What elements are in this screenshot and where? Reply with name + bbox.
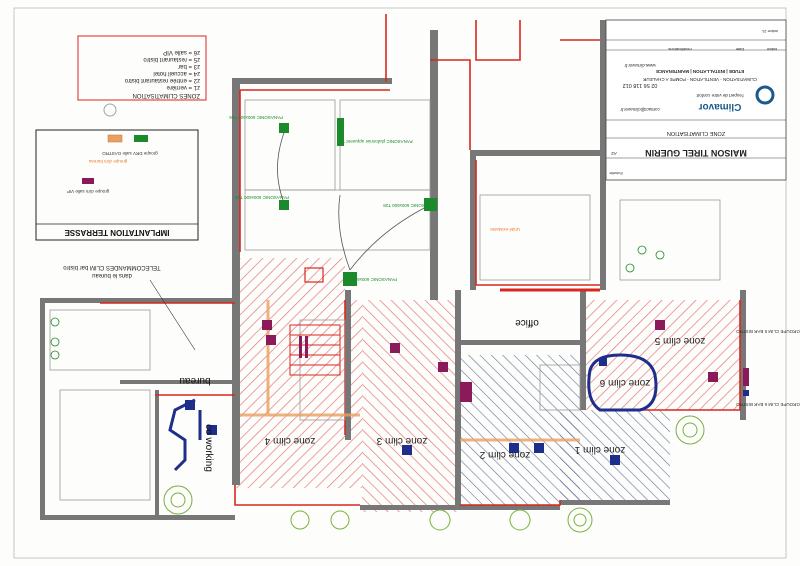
label-unit-4: PANASONIC 600x600 T28: [383, 203, 437, 208]
scale-label: Echelle: [609, 171, 623, 176]
company-website: www.climavor.fr: [624, 63, 656, 68]
label-groupe-bar-2: GROUPE CLIM 6 BAR BISTRO: [736, 402, 800, 407]
terrace-unit-2: groupe clim salle VIP: [67, 189, 109, 194]
project-subject: ZONE CLIMATISATION: [667, 130, 725, 136]
mod-label: modifications: [668, 47, 691, 52]
company-name: Climavor: [698, 101, 741, 112]
staircase: [289, 324, 341, 376]
remote-note-line-1: TELECOMMANDES CLIM bar bistro: [63, 264, 161, 270]
legend-title: ZONES CLIMATISATION: [133, 92, 200, 98]
outdoor-unit-2: [743, 390, 749, 396]
company-tagline: l'expert de votre confort: [696, 93, 744, 98]
company-services: CLIMATISATION - VENTILATION - POMPE A CH…: [642, 77, 757, 82]
label-zone-1: zone clim 1: [574, 444, 625, 455]
label-zone-6: zone clim 6: [599, 377, 650, 388]
title-block: Climavor l'expert de votre confort CLIMA…: [605, 19, 787, 181]
legend-item-3: z4 = accueil hotel: [153, 70, 200, 76]
legend-item-1: z1 = verrière: [166, 84, 200, 90]
purple-units: [262, 320, 718, 402]
zone-6-outline: [587, 353, 658, 412]
ac-unit-6[interactable]: [304, 267, 324, 283]
company-phone: 02 56 118 012: [623, 82, 658, 88]
ducting: [240, 300, 580, 442]
remote-note-line-2: dans le bureau: [92, 272, 132, 278]
legend-box: ZONES CLIMATISATION z1 = verrière z2 = e…: [77, 35, 207, 101]
index-label: indice: [766, 47, 777, 52]
ac-unit-1[interactable]: [279, 123, 289, 133]
label-unit-3: PANASONIC 600x600 T56: [235, 195, 289, 200]
label-zone-2: zone clim 2: [479, 449, 530, 460]
zone-3-area: [345, 300, 460, 512]
navy-units: [185, 358, 620, 465]
label-unit-1: PANASONIC 600x600 T56: [229, 115, 283, 120]
trees: [103, 103, 705, 533]
green-pipes: [277, 129, 431, 271]
ac-unit-labels: PANASONIC 600x600 T56 PANASONIC plafonni…: [229, 115, 437, 282]
label-unit-5: PANASONIC 600x600 T28: [343, 277, 397, 282]
terrace-box: IMPLANTATION TERRASSE groupe DRV salle G…: [35, 129, 199, 241]
company-logo: [755, 85, 775, 105]
legend-item-4: z3 = bar: [178, 63, 200, 69]
company-activities: ETUDE | INSTALLATION | MAINTENANCE: [656, 69, 744, 74]
terrace-unit-1: groupe DRV salle GASTRO: [102, 151, 158, 156]
label-coworking: co working: [203, 424, 214, 472]
label-zone-5: zone clim 5: [654, 335, 705, 346]
rev-label: indice 21: [761, 29, 778, 34]
label-zone-3: zone clim 3: [376, 435, 427, 446]
groupe-bar-labels: GROUPE CLIM 5 BAR BISTRO GROUPE CLIM 6 B…: [736, 329, 800, 407]
company-email: contact@climavor.fr: [620, 107, 660, 112]
label-office: office: [515, 317, 539, 328]
terrace-unit-3: groupe clim bureau: [88, 159, 127, 164]
outdoor-unit-1: [743, 368, 749, 386]
ac-unit-5[interactable]: [343, 272, 357, 286]
label-zone-4: zone clim 4: [264, 435, 315, 446]
coworking-duct: [168, 398, 202, 472]
label-bureau: bureau: [179, 375, 210, 386]
label-unit-2: PANASONIC plafonnier apparent T56: [337, 139, 413, 144]
legend-item-6: z6 = salle VIP: [163, 49, 200, 55]
sheet-label: A2: [611, 151, 617, 156]
date-label: Date: [735, 47, 744, 52]
room-outlines: [49, 99, 721, 501]
label-groupe-bar: GROUPE CLIM 5 BAR BISTRO: [736, 329, 800, 334]
remote-note-arrow: [149, 279, 196, 351]
ac-unit-3[interactable]: [279, 200, 289, 210]
legend-item-2: z2 = entrée restaurant bistro: [124, 77, 200, 83]
terrace-title: IMPLANTATION TERRASSE: [64, 228, 170, 237]
room-labels: office bureau co working: [179, 317, 538, 472]
remote-note: TELECOMMANDES CLIM bar bistro dans le bu…: [63, 264, 161, 278]
zone-5-area: [585, 300, 740, 410]
zone-labels: zone clim 1 zone clim 2 zone clim 3 zone…: [264, 335, 705, 460]
zone-4-area: [235, 258, 362, 488]
label-existing-unit: Unité existante: [490, 227, 520, 232]
project-title: MAISON TIREL GUERIN: [645, 148, 747, 158]
zone-2-area: [460, 355, 580, 505]
legend-item-5: z5 = restaurant bistro: [143, 56, 200, 62]
ac-unit-2[interactable]: [337, 118, 344, 146]
sanitary-fixtures: [50, 245, 665, 360]
walls: [40, 20, 746, 520]
ac-unit-4[interactable]: [424, 198, 437, 211]
